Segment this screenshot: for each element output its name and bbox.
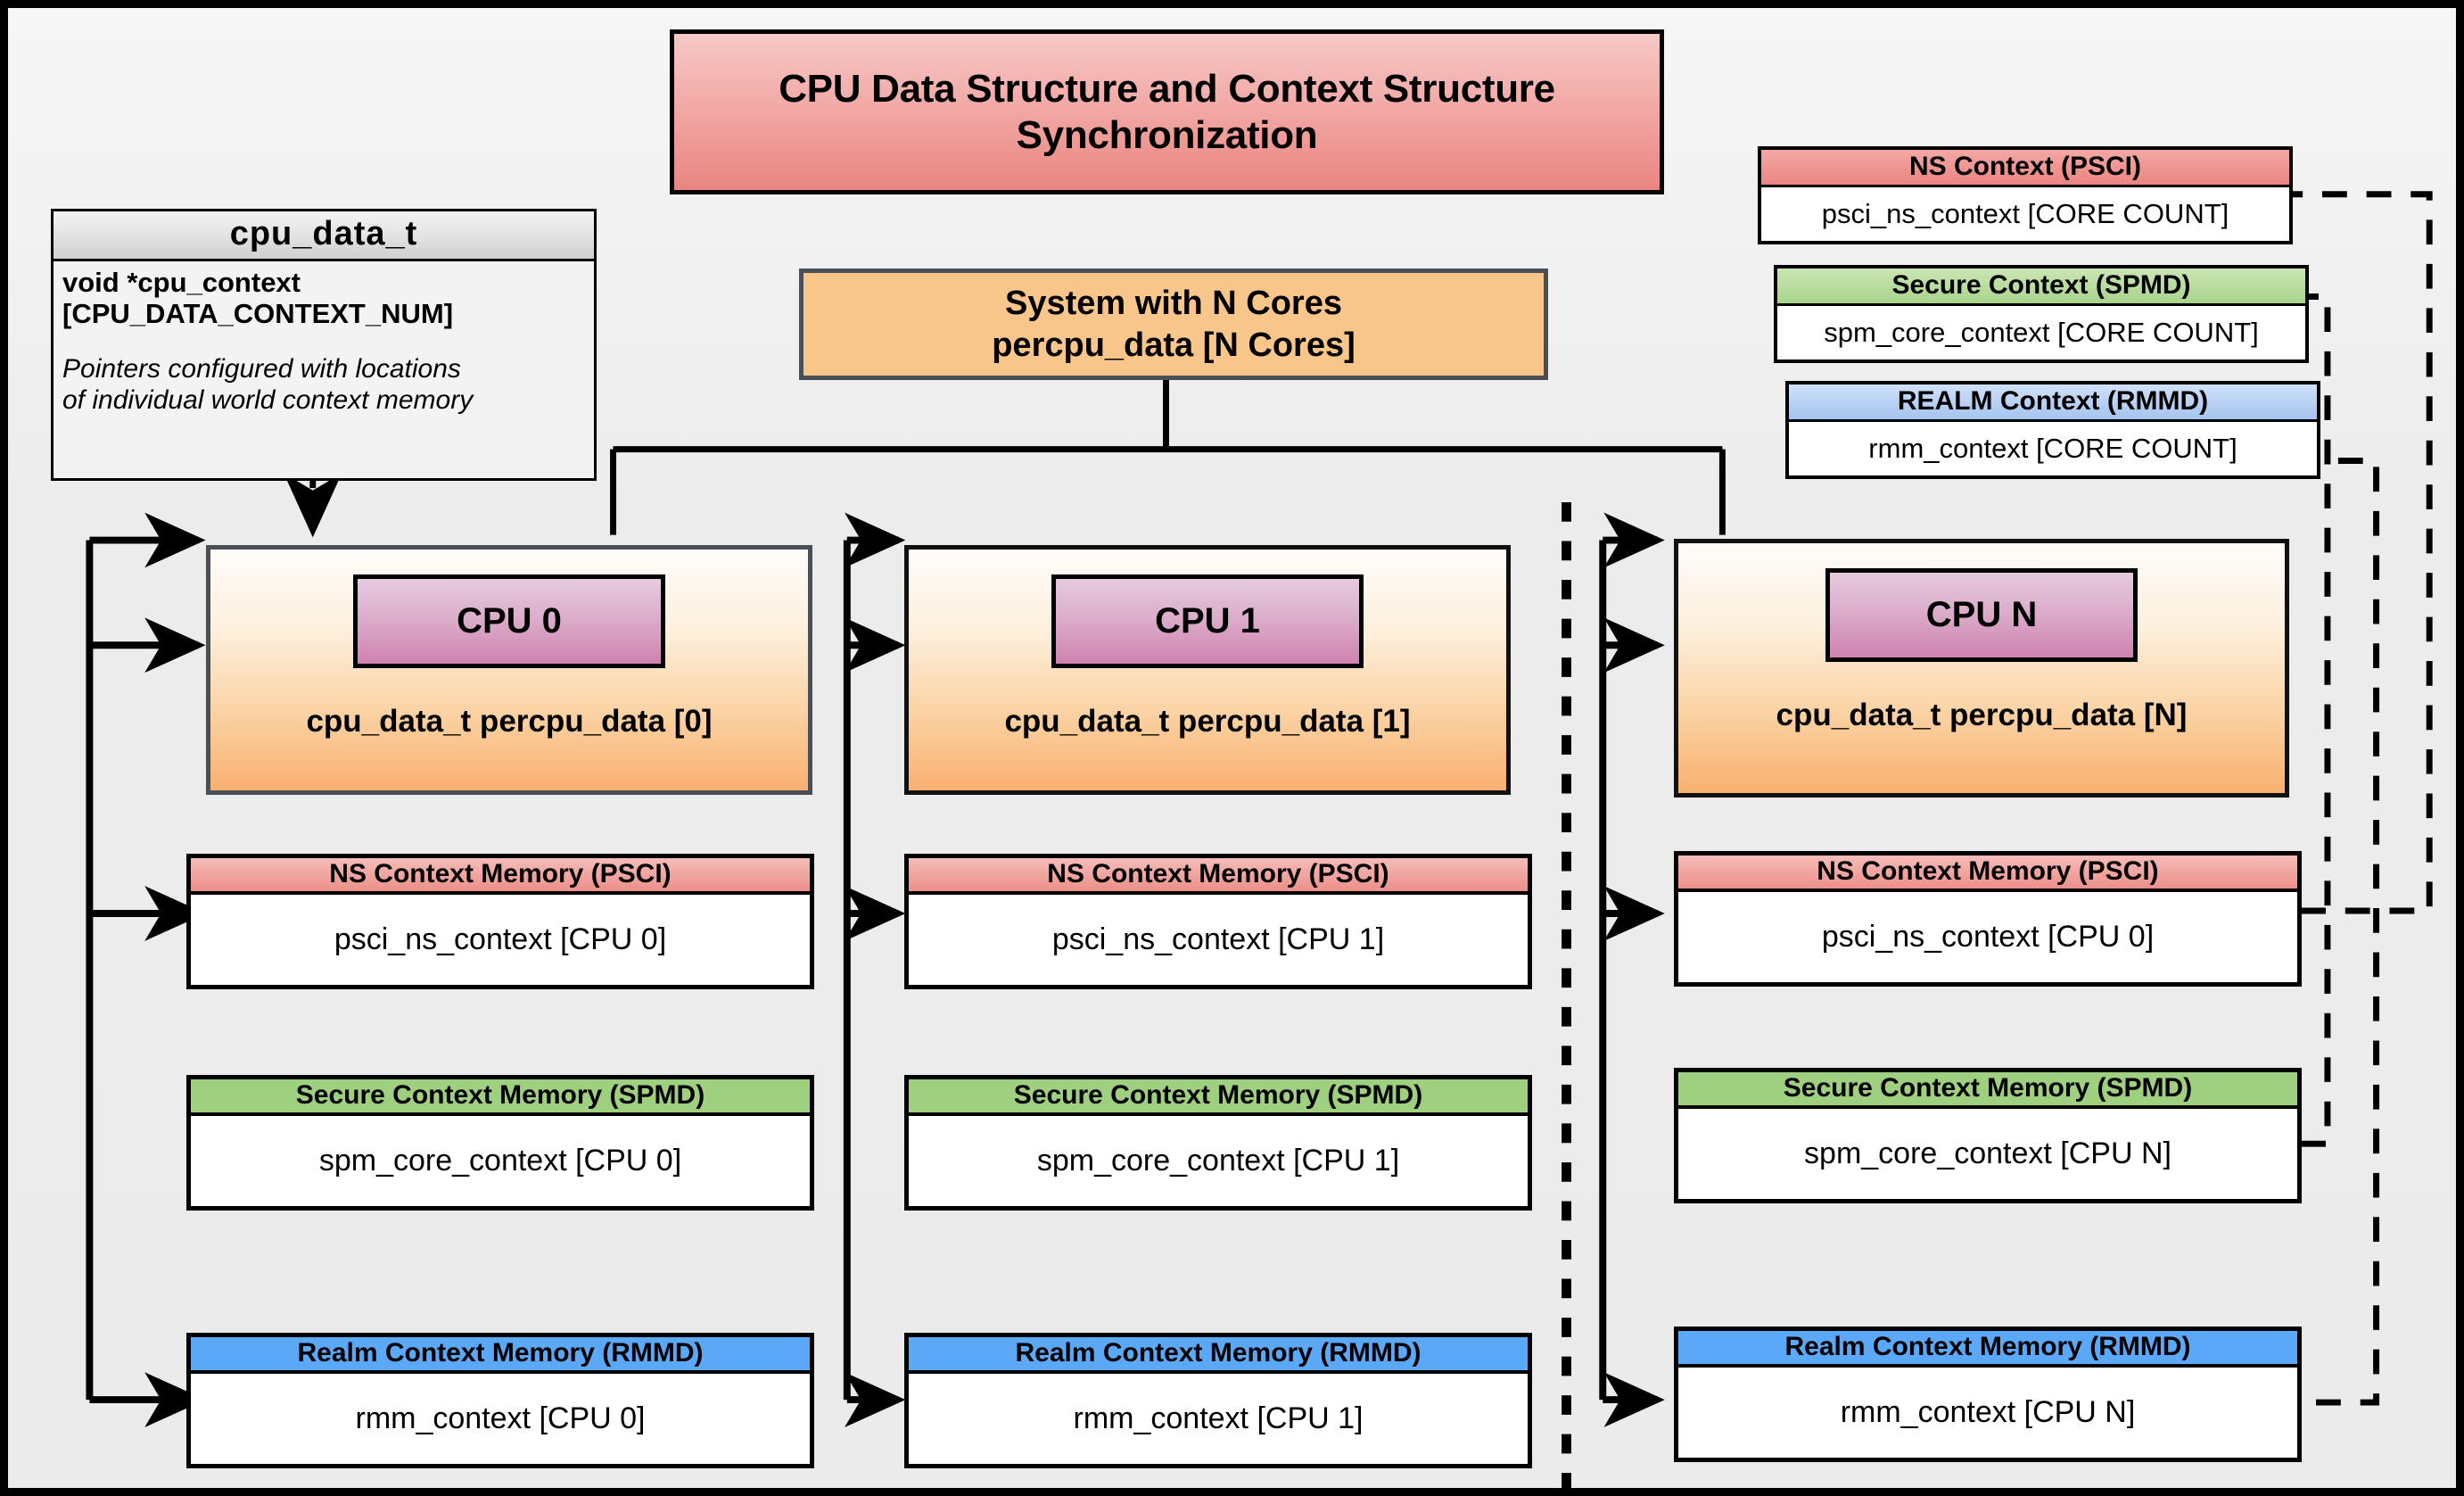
cpu-data-t-attribute: void *cpu_context [CPU_DATA_CONTEXT_NUM]: [62, 267, 454, 330]
legend-realm-context-header: REALM Context (RMMD): [1789, 384, 2317, 422]
system-box: System with N Cores percpu_data [N Cores…: [799, 269, 1548, 380]
cpu0-secure-context-memory-value: spm_core_context [CPU 0]: [191, 1115, 810, 1206]
legend-ns-context-value: psci_ns_context [CORE COUNT]: [1761, 187, 2289, 241]
cpu0-pointer-arrows: [86, 512, 206, 1427]
cpu-struct-label-1: cpu_data_t percpu_data [1]: [1004, 704, 1411, 739]
legend-secure-context-value: spm_core_context [CORE COUNT]: [1777, 306, 2305, 360]
legend-ns-context-box: NS Context (PSCI) psci_ns_context [CORE …: [1758, 146, 2293, 244]
cpu-chip-0: CPU 0: [353, 574, 665, 668]
cpu1-secure-context-memory-header: Secure Context Memory (SPMD): [909, 1079, 1528, 1116]
cpu-container-1: CPU 1 cpu_data_t percpu_data [1]: [904, 545, 1511, 795]
legend-secure-context-header: Secure Context (SPMD): [1777, 269, 2305, 306]
system-line-2: percpu_data [N Cores]: [992, 326, 1356, 364]
cpu1-ns-context-memory-value: psci_ns_context [CPU 1]: [909, 894, 1528, 985]
cpu0-realm-context-memory-value: rmm_context [CPU 0]: [191, 1373, 810, 1464]
cpun-pointer-arrows: [1599, 512, 1665, 1427]
cpun-realm-context-memory-header: Realm Context Memory (RMMD): [1678, 1331, 2297, 1368]
cpun-realm-context-memory: Realm Context Memory (RMMD) rmm_context …: [1674, 1327, 2302, 1462]
cpu0-secure-context-memory-header: Secure Context Memory (SPMD): [191, 1079, 810, 1116]
cpun-realm-context-memory-value: rmm_context [CPU N]: [1678, 1367, 2297, 1458]
cpun-ns-context-memory: NS Context Memory (PSCI) psci_ns_context…: [1674, 851, 2302, 987]
cpu1-ns-context-memory-header: NS Context Memory (PSCI): [909, 858, 1528, 895]
system-box-text: System with N Cores percpu_data [N Cores…: [992, 283, 1356, 366]
cpu-container-n: CPU N cpu_data_t percpu_data [N]: [1674, 539, 2289, 798]
cpu1-realm-context-memory-value: rmm_context [CPU 1]: [909, 1373, 1528, 1464]
system-line-1: System with N Cores: [1004, 285, 1342, 323]
cpu-struct-label-0: cpu_data_t percpu_data [0]: [306, 704, 713, 739]
cpu-data-t-note: Pointers configured with locations of in…: [62, 353, 474, 416]
cpu0-realm-context-memory-header: Realm Context Memory (RMMD): [191, 1337, 810, 1374]
cpu-chip-1: CPU 1: [1051, 574, 1364, 668]
cpu-struct-label-n: cpu_data_t percpu_data [N]: [1776, 698, 2188, 732]
cpu0-realm-context-memory: Realm Context Memory (RMMD) rmm_context …: [186, 1333, 814, 1468]
cpu1-ns-context-memory: NS Context Memory (PSCI) psci_ns_context…: [904, 854, 1532, 989]
cpun-secure-context-memory: Secure Context Memory (SPMD) spm_core_co…: [1674, 1068, 2302, 1203]
legend-secure-context-box: Secure Context (SPMD) spm_core_context […: [1774, 265, 2309, 363]
cpu-chip-n: CPU N: [1825, 568, 2138, 662]
system-to-cpu-tree: [610, 376, 1726, 535]
cpu-data-t-header: cpu_data_t: [54, 211, 594, 261]
cpun-ns-context-memory-header: NS Context Memory (PSCI): [1678, 855, 2297, 892]
cpu1-realm-context-memory-header: Realm Context Memory (RMMD): [909, 1337, 1528, 1374]
legend-ns-context-header: NS Context (PSCI): [1761, 150, 2289, 187]
cpu0-ns-context-memory-header: NS Context Memory (PSCI): [191, 858, 810, 895]
cpu-container-0: CPU 0 cpu_data_t percpu_data [0]: [206, 545, 812, 795]
legend-realm-context-value: rmm_context [CORE COUNT]: [1789, 422, 2317, 475]
cpun-secure-context-memory-value: spm_core_context [CPU N]: [1678, 1108, 2297, 1199]
cpun-ns-context-memory-value: psci_ns_context [CPU 0]: [1678, 891, 2297, 982]
cpu-data-t-body: void *cpu_context [CPU_DATA_CONTEXT_NUM]…: [54, 261, 594, 478]
cpu1-secure-context-memory: Secure Context Memory (SPMD) spm_core_co…: [904, 1075, 1532, 1211]
cpu1-realm-context-memory: Realm Context Memory (RMMD) rmm_context …: [904, 1333, 1532, 1468]
cpu0-ns-context-memory-value: psci_ns_context [CPU 0]: [191, 894, 810, 985]
cpu-data-t-box: cpu_data_t void *cpu_context [CPU_DATA_C…: [51, 209, 597, 481]
legend-realm-context-box: REALM Context (RMMD) rmm_context [CORE C…: [1785, 381, 2320, 479]
diagram-title: CPU Data Structure and Context Structure…: [670, 29, 1664, 194]
cpu0-ns-context-memory: NS Context Memory (PSCI) psci_ns_context…: [186, 854, 814, 989]
cpu1-pointer-arrows: [843, 512, 906, 1427]
cpu0-secure-context-memory: Secure Context Memory (SPMD) spm_core_co…: [186, 1075, 814, 1211]
cpun-secure-context-memory-header: Secure Context Memory (SPMD): [1678, 1072, 2297, 1109]
cpu1-secure-context-memory-value: spm_core_context [CPU 1]: [909, 1115, 1528, 1206]
